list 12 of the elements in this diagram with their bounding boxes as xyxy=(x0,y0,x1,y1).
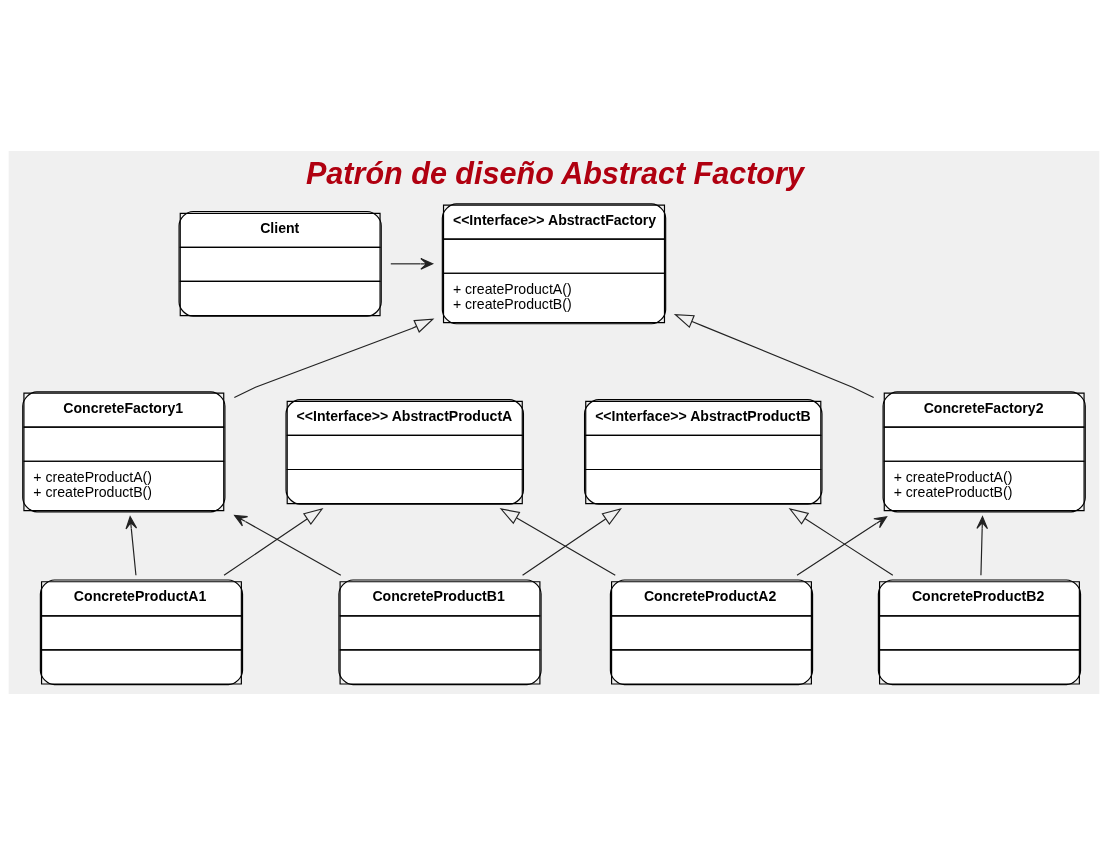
arrow xyxy=(522,508,622,576)
arrow xyxy=(233,318,435,399)
arrow xyxy=(499,508,616,576)
arrow xyxy=(223,508,324,576)
arrow xyxy=(976,516,989,576)
arrow xyxy=(673,314,875,399)
arrow xyxy=(234,514,342,576)
arrow xyxy=(125,516,138,576)
arrow xyxy=(796,516,888,576)
arrow xyxy=(390,257,434,270)
arrow xyxy=(788,508,894,576)
diagram-title: Patrón de diseño Abstract Factory xyxy=(306,155,804,190)
